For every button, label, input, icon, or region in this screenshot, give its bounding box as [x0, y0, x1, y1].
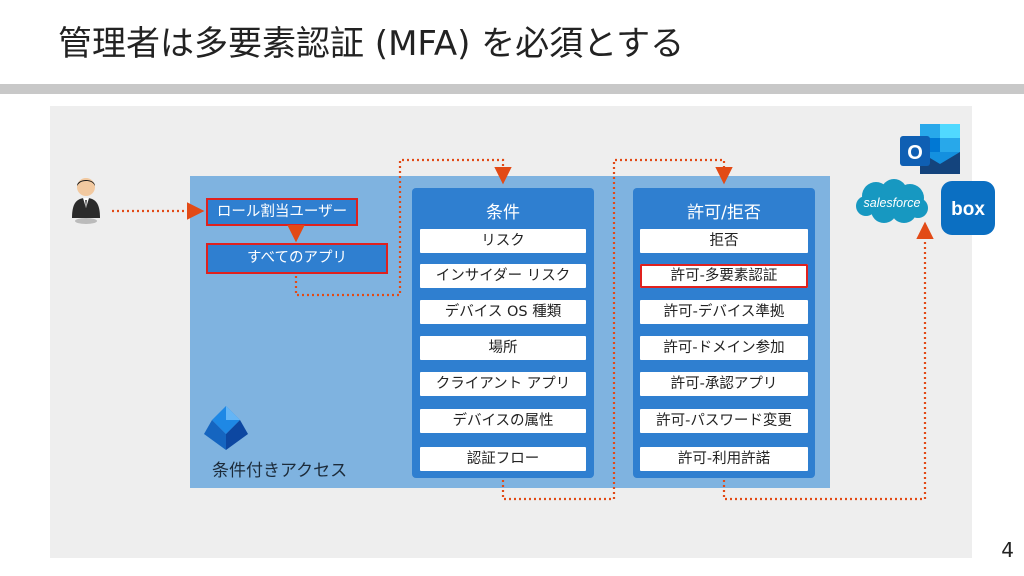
page-number: 4	[1001, 538, 1014, 562]
conditional-access-label: 条件付きアクセス	[212, 461, 348, 481]
arrow-apps-to-conditions	[294, 158, 512, 297]
grant-item: 許可-パスワード変更	[640, 409, 808, 433]
conditional-access-icon	[204, 406, 248, 450]
outlook-logo: O	[900, 124, 960, 174]
grant-item: 許可-承認アプリ	[640, 372, 808, 396]
condition-item: 認証フロー	[420, 447, 586, 471]
condition-item: リスク	[420, 229, 586, 253]
condition-item: 場所	[420, 336, 586, 360]
title-divider	[0, 84, 1024, 94]
grant-item-highlighted: 許可-多要素認証	[640, 264, 808, 288]
box-logo: box	[941, 181, 995, 235]
grant-item: 許可-デバイス準拠	[640, 300, 808, 324]
user-person-icon	[72, 178, 100, 224]
outlook-logo-letter: O	[907, 142, 923, 164]
grant-item: 許可-利用許諾	[640, 447, 808, 471]
condition-item: クライアント アプリ	[420, 372, 586, 396]
grant-item: 許可-ドメイン参加	[640, 336, 808, 360]
box-logo-text: box	[951, 199, 985, 220]
condition-item: デバイス OS 種類	[420, 300, 586, 324]
arrow-grant-to-apps	[722, 221, 934, 501]
condition-item: インサイダー リスク	[420, 264, 586, 288]
grant-item: 拒否	[640, 229, 808, 253]
salesforce-logo: salesforce	[856, 179, 928, 223]
role-assigned-users-box: ロール割当ユーザー	[206, 198, 358, 226]
all-apps-box: すべてのアプリ	[206, 243, 388, 274]
arrow-conditions-to-grant	[501, 158, 733, 501]
condition-item: デバイスの属性	[420, 409, 586, 433]
grant-title: 許可/拒否	[687, 203, 761, 223]
salesforce-logo-text: salesforce	[864, 196, 921, 210]
slide-title: 管理者は多要素認証 (MFA) を必須とする	[58, 24, 685, 64]
conditions-title: 条件	[486, 203, 520, 223]
